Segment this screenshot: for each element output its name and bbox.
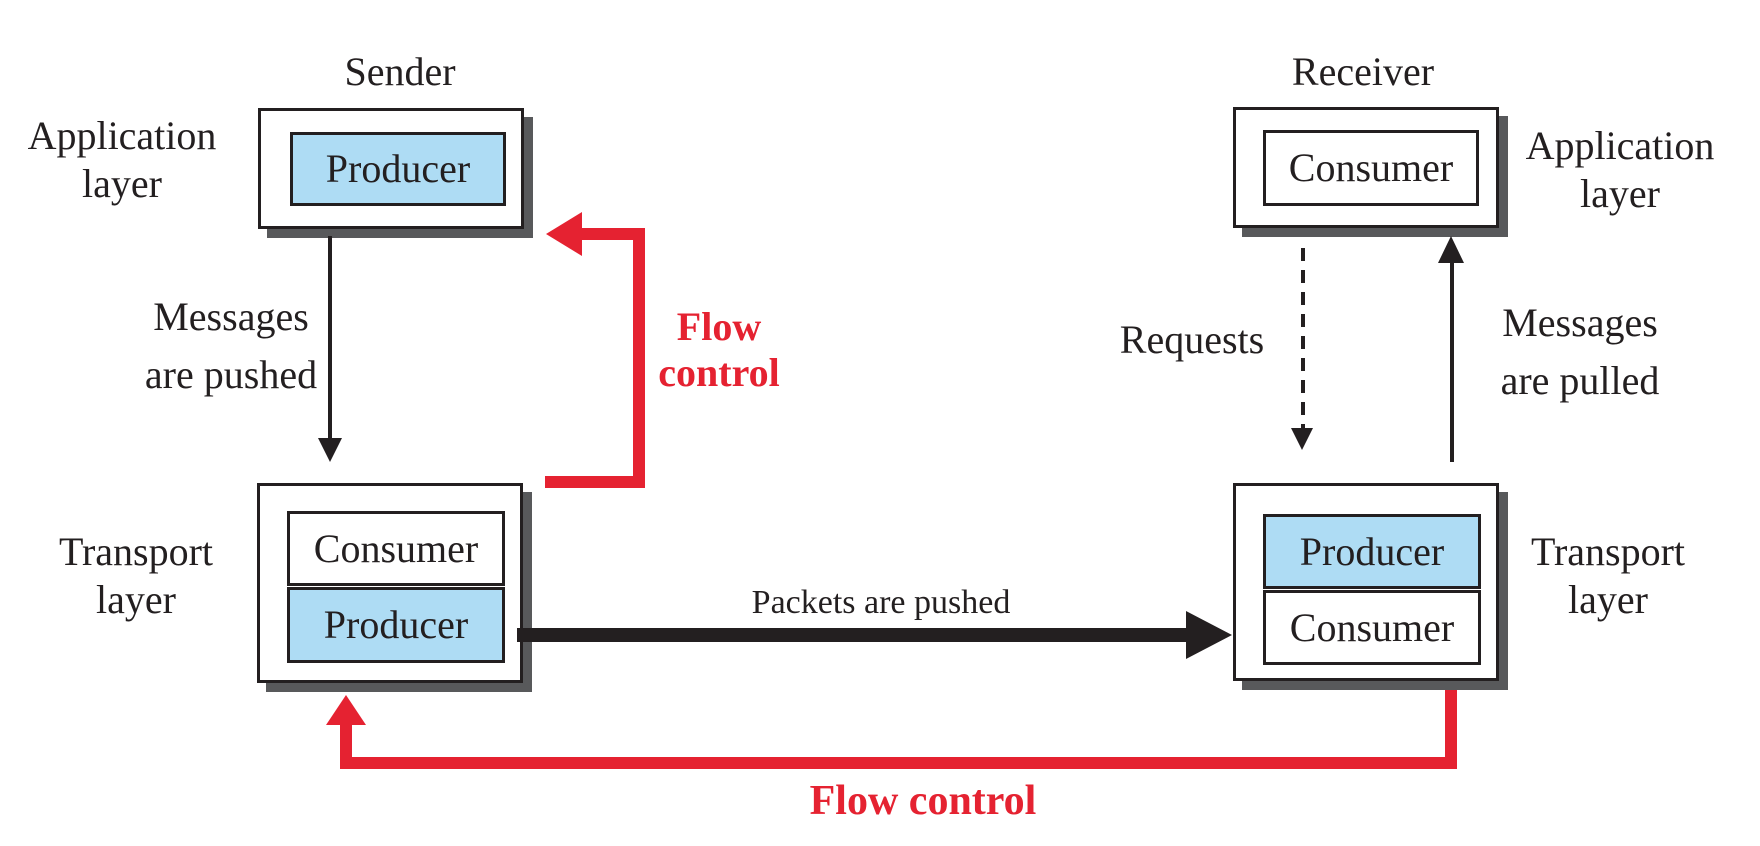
sender-application-box: Producer: [258, 108, 524, 229]
messages-pulled-line1: Messages: [1502, 300, 1658, 345]
receiver-transport-producer-label: Producer: [1299, 528, 1445, 574]
pull-arrow-head-icon: [1438, 236, 1464, 263]
sender-transport-consumer-box: Consumer: [287, 511, 505, 586]
application-layer-label-right: Application layer: [1520, 122, 1720, 218]
receiver-transport-producer-box: Producer: [1263, 514, 1481, 589]
application-layer-label-right-line1: Application: [1525, 123, 1715, 168]
transport-layer-label-left: Transport layer: [36, 528, 236, 624]
sender-transport-box: Consumer Producer: [257, 483, 523, 683]
sender-transport-consumer-label: Consumer: [313, 525, 479, 571]
flow-control-bottom-arrowhead-icon: [326, 695, 366, 725]
messages-pushed-line1: Messages: [153, 294, 309, 339]
flow-control-label-left: Flow control: [629, 304, 809, 396]
transport-layer-label-right: Transport layer: [1508, 528, 1708, 624]
flow-control-bottom-horizontal: [340, 757, 1457, 769]
receiver-consumer-box: Consumer: [1263, 130, 1479, 206]
push-arrow-line: [328, 236, 332, 440]
flow-control-bottom-right-vertical: [1445, 687, 1457, 769]
receiver-application-box: Consumer: [1233, 107, 1499, 228]
packets-arrow-shaft: [517, 628, 1187, 642]
pull-arrow-line: [1450, 262, 1454, 462]
sender-title: Sender: [344, 49, 456, 94]
messages-pushed-line2: are pushed: [144, 352, 318, 397]
application-layer-label-left-line2: layer: [82, 161, 162, 206]
messages-pulled-line2: are pulled: [1500, 358, 1660, 403]
application-layer-label-left: Application layer: [27, 112, 217, 208]
sender-transport-producer-box: Producer: [287, 587, 505, 663]
flow-control-left-top-segment: [580, 228, 640, 240]
receiver-title: Receiver: [1291, 49, 1435, 94]
transport-layer-label-right-line1: Transport: [1530, 529, 1686, 574]
sender-producer-box: Producer: [290, 132, 506, 206]
receiver-transport-consumer-box: Consumer: [1263, 590, 1481, 665]
transport-layer-label-left-line2: layer: [96, 577, 176, 622]
requests-arrow-dashed-line: [1301, 248, 1305, 430]
flow-control-left-line1: Flow: [676, 304, 762, 349]
sender-producer-label: Producer: [325, 146, 471, 191]
messages-pulled-label: Messages are pulled: [1460, 294, 1700, 410]
flow-control-left-bottom-segment: [545, 476, 645, 488]
application-layer-label-left-line1: Application: [27, 113, 217, 158]
flow-control-left-arrowhead-icon: [546, 212, 582, 256]
application-layer-label-right-line2: layer: [1580, 171, 1660, 216]
requests-label: Requests: [1119, 317, 1265, 362]
transport-layer-label-right-line2: layer: [1568, 577, 1648, 622]
flow-control-label-bottom: Flow control: [809, 778, 1037, 824]
transport-layer-label-left-line1: Transport: [58, 529, 214, 574]
receiver-transport-consumer-label: Consumer: [1289, 604, 1455, 650]
receiver-consumer-label: Consumer: [1288, 145, 1454, 190]
packets-pushed-label: Packets are pushed: [751, 584, 1011, 621]
push-arrow-head-icon: [318, 438, 342, 462]
flow-control-left-vertical-segment: [633, 228, 645, 488]
packets-arrow-head-icon: [1186, 611, 1232, 659]
sender-transport-producer-label: Producer: [323, 602, 469, 647]
requests-arrow-head-icon: [1291, 428, 1313, 450]
receiver-transport-box: Producer Consumer: [1233, 483, 1499, 681]
messages-pushed-label: Messages are pushed: [121, 288, 341, 404]
flow-control-left-line2: control: [658, 350, 780, 395]
